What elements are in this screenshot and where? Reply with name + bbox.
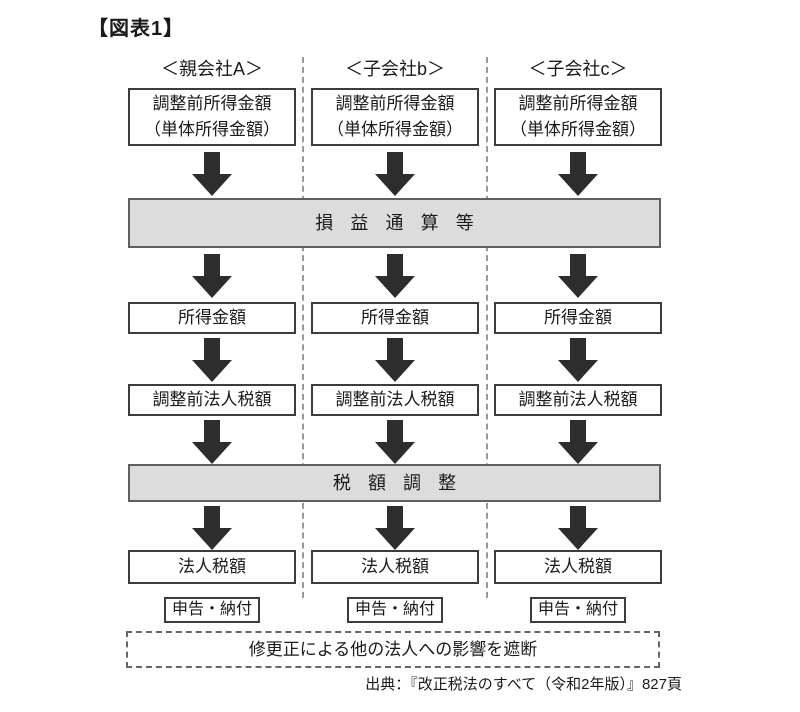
figure-title: 【図表1】 xyxy=(88,18,185,40)
pre-adjustment-corporate-tax-box: 調整前法人税額 xyxy=(494,384,662,416)
pre-adjustment-income-line1: 調整前所得金額 xyxy=(518,94,638,113)
standalone-income-line2: （単体所得金額） xyxy=(144,120,280,139)
down-arrow-icon xyxy=(558,338,598,382)
amendment-blocking-note: 修更正による他の法人への影響を遮断 xyxy=(126,631,660,668)
down-arrow-icon xyxy=(558,420,598,464)
income-amount-box: 所得金額 xyxy=(128,302,296,334)
source-citation: 出典：『改正税法のすべて（令和2年版）』827頁 xyxy=(365,676,682,693)
pre-adjustment-income-box: 調整前所得金額 （単体所得金額） xyxy=(311,88,479,146)
pre-adjustment-income-box: 調整前所得金額 （単体所得金額） xyxy=(128,88,296,146)
down-arrow-icon xyxy=(192,338,232,382)
down-arrow-icon xyxy=(192,506,232,550)
down-arrow-icon xyxy=(192,254,232,298)
standalone-income-line2: （単体所得金額） xyxy=(327,120,463,139)
down-arrow-icon xyxy=(558,152,598,196)
standalone-income-line2: （単体所得金額） xyxy=(510,120,646,139)
income-amount-box: 所得金額 xyxy=(311,302,479,334)
down-arrow-icon xyxy=(375,152,415,196)
column-header: ＜親会社A＞ xyxy=(160,59,263,79)
column-subsidiary-c: ＜子会社c＞ 調整前所得金額 （単体所得金額） 所得金額 調整前法人税額 法人税… xyxy=(494,0,662,640)
corporate-tax-amount-box: 法人税額 xyxy=(128,550,296,584)
pre-adjustment-income-line1: 調整前所得金額 xyxy=(335,94,455,113)
down-arrow-icon xyxy=(192,420,232,464)
corporate-tax-amount-box: 法人税額 xyxy=(311,550,479,584)
down-arrow-icon xyxy=(192,152,232,196)
profit-loss-aggregation-band: 損益通算等 xyxy=(128,198,661,248)
down-arrow-icon xyxy=(375,338,415,382)
corporate-tax-amount-box: 法人税額 xyxy=(494,550,662,584)
filing-payment-box: 申告・納付 xyxy=(164,597,260,623)
pre-adjustment-corporate-tax-box: 調整前法人税額 xyxy=(128,384,296,416)
filing-payment-box: 申告・納付 xyxy=(530,597,626,623)
column-divider-dashed-line xyxy=(302,57,304,598)
column-header: ＜子会社b＞ xyxy=(344,59,445,79)
column-parent-company-a: ＜親会社A＞ 調整前所得金額 （単体所得金額） 所得金額 調整前法人税額 法人税… xyxy=(128,0,296,640)
column-header: ＜子会社c＞ xyxy=(528,59,628,79)
down-arrow-icon xyxy=(375,420,415,464)
income-amount-box: 所得金額 xyxy=(494,302,662,334)
tax-adjustment-band: 税額調整 xyxy=(128,464,661,502)
down-arrow-icon xyxy=(558,254,598,298)
down-arrow-icon xyxy=(375,506,415,550)
down-arrow-icon xyxy=(375,254,415,298)
pre-adjustment-income-line1: 調整前所得金額 xyxy=(152,94,272,113)
column-divider-dashed-line xyxy=(486,57,488,598)
pre-adjustment-income-box: 調整前所得金額 （単体所得金額） xyxy=(494,88,662,146)
column-subsidiary-b: ＜子会社b＞ 調整前所得金額 （単体所得金額） 所得金額 調整前法人税額 法人税… xyxy=(311,0,479,640)
filing-payment-box: 申告・納付 xyxy=(347,597,443,623)
pre-adjustment-corporate-tax-box: 調整前法人税額 xyxy=(311,384,479,416)
down-arrow-icon xyxy=(558,506,598,550)
